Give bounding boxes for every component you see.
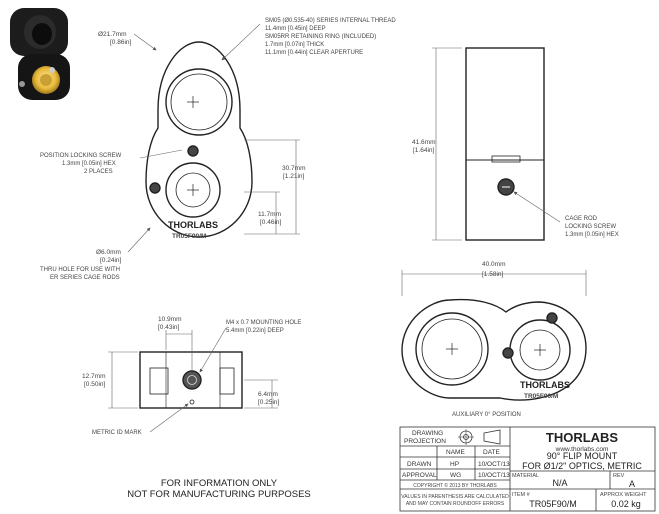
aux-engraving-part: TR05F90/M [524,393,558,400]
svg-text:ER SERIES CAGE RODS: ER SERIES CAGE RODS [50,275,120,281]
bottom-view-body [139,351,243,409]
aux-width-in: [1.58in] [482,271,504,278]
rev-value: A [629,479,635,489]
material-value: N/A [552,478,567,488]
svg-text:FOR INFORMATION ONLY: FOR INFORMATION ONLY [161,478,278,489]
title-website: www.thorlabs.com [555,446,609,453]
mounting-hole [182,370,202,390]
svg-text:M4 x 0.7 MOUNTING HOLE: M4 x 0.7 MOUNTING HOLE [226,320,301,326]
side-height: 41.6mm [412,139,435,146]
rev-label: REV [613,473,625,479]
copyright: COPYRIGHT © 2013 BY THORLABS [413,482,497,489]
svg-text:1.7mm [0.07in] THICK: 1.7mm [0.07in] THICK [265,42,324,48]
locking-screw-note: POSITION LOCKING SCREW 1.3mm [0.05in] HE… [40,153,122,175]
front-view [145,41,253,238]
dia-small-in: [0.24in] [100,257,122,264]
side-view [465,47,545,241]
side-view-body [465,47,545,241]
bottom-height-in: [0.50in] [84,381,106,388]
svg-text:LOCKING SCREW: LOCKING SCREW [565,224,616,230]
hole-height-in: [0.25in] [258,399,280,406]
isometric-render [10,8,70,100]
svg-text:CAGE ROD: CAGE ROD [565,216,598,222]
svg-text:THRU HOLE FOR USE WITH: THRU HOLE FOR USE WITH [40,267,120,273]
svg-text:2 PLACES: 2 PLACES [84,169,113,175]
col-name: NAME [446,449,465,456]
bottom-offset-in: [0.43in] [158,324,180,331]
bottom-offset: 10.9mm [158,316,181,323]
item-label: ITEM # [512,492,531,498]
aux-width: 40.0mm [482,261,505,268]
auxiliary-outline [401,298,587,401]
bottom-height: 12.7mm [82,373,105,380]
locking-screw-left [149,182,161,194]
dia-outer: Ø21.7mm [98,31,127,38]
weight-value: 0.02 kg [611,499,641,509]
drawn-date: 10/OCT/13 [478,461,510,468]
height-lower-in: [0.46in] [260,219,282,226]
description-line2: FOR Ø1/2" OPTICS, METRIC [522,461,642,471]
dia-small: Ø6.0mm [96,249,121,256]
col-date: DATE [483,449,501,456]
svg-text:11.1mm [0.44in] CLEAR APERTURE: 11.1mm [0.44in] CLEAR APERTURE [265,50,363,56]
material-label: MATERIAL [512,473,539,479]
lower-bore [165,162,221,218]
height-total-in: [1.21in] [283,173,305,180]
front-engraving-part: TR05F90/M [172,233,206,240]
front-view-outline [145,41,253,238]
drawn-name: HP [450,461,459,468]
metric-id-note: METRIC ID MARK [92,430,142,436]
aux-engraving-brand: THORLABS [520,380,570,390]
approval-name: WG [450,472,461,479]
svg-text:SM05RR RETAINING RING (INCLUDE: SM05RR RETAINING RING (INCLUDED) [265,34,376,40]
height-total: 30.7mm [282,165,305,172]
thread-note: SM05 (Ø0.535-40) SERIES INTERNAL THREAD … [265,18,396,56]
bottom-view [139,351,243,409]
svg-text:11.4mm [0.45in] DEEP: 11.4mm [0.45in] DEEP [265,26,326,32]
hole-height: 6.4mm [258,391,278,398]
svg-text:POSITION LOCKING SCREW: POSITION LOCKING SCREW [40,153,122,159]
approval-date: 10/OCT/13 [478,472,510,479]
thru-hole-note: THRU HOLE FOR USE WITH ER SERIES CAGE RO… [40,267,120,281]
svg-text:1.3mm [0.05in] HEX: 1.3mm [0.05in] HEX [565,232,619,238]
projection-label: DRAWING [412,430,443,437]
svg-text:PROJECTION: PROJECTION [404,438,446,445]
svg-text:SM05 (Ø0.535-40) SERIES INTERN: SM05 (Ø0.535-40) SERIES INTERNAL THREAD [265,18,396,24]
metric-id-mark [189,399,195,405]
projection-symbol-cone [483,429,501,445]
svg-text:5.4mm [0.22in] DEEP: 5.4mm [0.22in] DEEP [226,328,284,334]
svg-text:NOT FOR MANUFACTURING PURPOSES: NOT FOR MANUFACTURING PURPOSES [127,489,311,500]
weight-label: APPROX WEIGHT [600,492,647,498]
cage-rod-note: CAGE ROD LOCKING SCREW 1.3mm [0.05in] HE… [565,216,619,238]
mounting-hole-note: M4 x 0.7 MOUNTING HOLE 5.4mm [0.22in] DE… [226,320,301,334]
auxiliary-view [401,298,587,401]
locking-screw-top [187,145,199,157]
row-drawn: DRAWN [407,461,432,468]
aux-caption: AUXILIARY 0° POSITION [452,412,521,418]
item-value: TR05F90/M [529,499,577,509]
description-line1: 90° FLIP MOUNT [547,451,618,461]
front-engraving-brand: THORLABS [168,220,218,230]
side-height-in: [1.64in] [413,147,435,154]
aux-aperture [415,312,489,386]
footer-disclaimer: FOR INFORMATION ONLY NOT FOR MANUFACTURI… [127,478,311,500]
aux-screw-left [502,347,514,359]
dia-outer-in: [0.86in] [110,39,132,46]
disclaimer-line1: VALUES IN PARENTHESIS ARE CALCULATED [401,494,509,500]
upper-aperture [165,68,233,136]
height-lower: 11.7mm [258,211,281,218]
disclaimer-line2: AND MAY CONTAIN ROUNDOFF ERRORS [406,501,505,507]
aux-screw-top [546,312,558,324]
svg-text:1.3mm [0.05in] HEX: 1.3mm [0.05in] HEX [62,161,116,167]
row-approval: APPROVAL [402,472,437,479]
title-block [399,426,656,512]
title-logo: THORLABS [546,430,619,445]
